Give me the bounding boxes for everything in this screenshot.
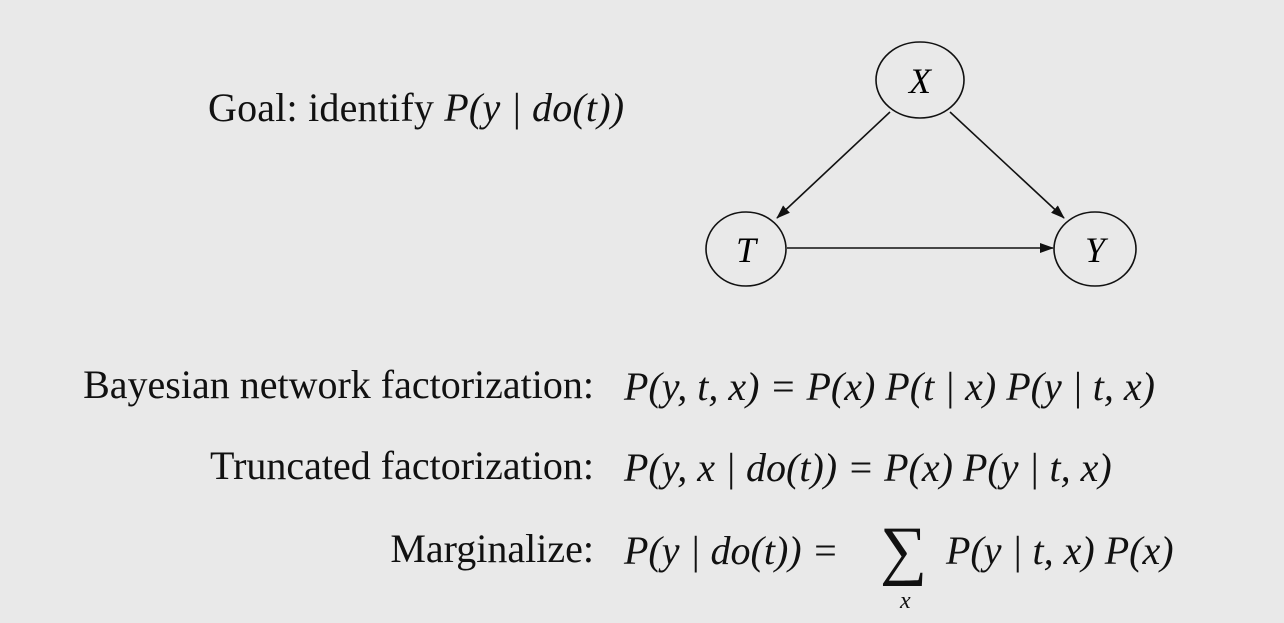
node-t: T xyxy=(705,211,787,287)
goal-prefix: Goal: identify xyxy=(208,85,435,130)
node-t-label: T xyxy=(736,230,759,270)
node-x: X xyxy=(875,41,965,119)
edge-x-to-t xyxy=(776,111,891,219)
node-y-label: Y xyxy=(1085,230,1109,270)
node-x-label: X xyxy=(907,61,933,101)
marginalize-formula-left: P(y | do(t)) = xyxy=(624,528,839,573)
goal-expression: P(y | do(t)) xyxy=(444,85,625,130)
node-y: Y xyxy=(1053,211,1137,287)
goal-statement: Goal: identify P(y | do(t)) xyxy=(208,84,624,131)
sum-index: x xyxy=(900,588,911,614)
marginalize-formula-right: P(y | t, x) P(x) xyxy=(946,528,1174,573)
truncated-factorization-formula: P(y, x | do(t)) = P(x) P(y | t, x) xyxy=(624,445,1112,490)
bayesian-factorization-formula: P(y, t, x) = P(x) P(t | x) P(y | t, x) xyxy=(624,364,1155,409)
truncated-factorization-label: Truncated factorization: xyxy=(210,443,594,488)
sum-symbol: ∑ xyxy=(880,514,928,587)
edge-x-to-y xyxy=(949,111,1065,219)
bayesian-factorization-label: Bayesian network factorization: xyxy=(83,362,594,407)
marginalize-label: Marginalize: xyxy=(390,526,594,571)
